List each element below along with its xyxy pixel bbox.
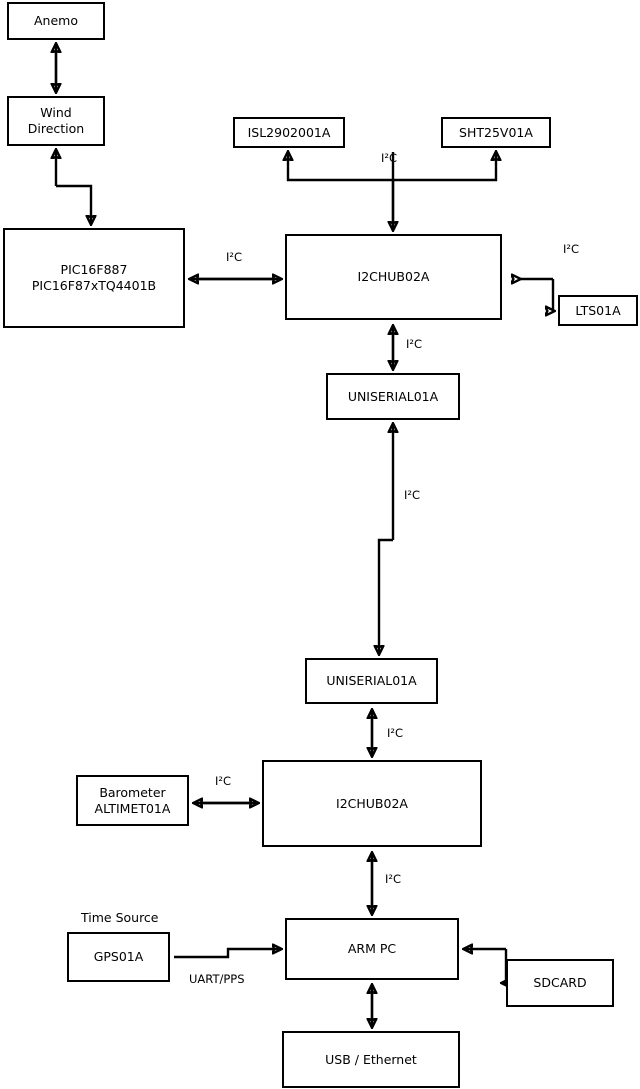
node-usb-ethernet[interactable]: USB / Ethernet <box>282 1031 460 1088</box>
node-i2chub02a-top[interactable]: I2CHUB02A <box>285 234 502 320</box>
node-sdcard[interactable]: SDCARD <box>506 959 614 1007</box>
node-label: LTS01A <box>575 302 621 318</box>
edge-label-i2c-isl-sht: I²C <box>381 151 398 165</box>
node-label: UNISERIAL01A <box>326 673 417 689</box>
node-barometer-altimet01a[interactable]: Barometer ALTIMET01A <box>76 775 189 826</box>
edge-label-i2c-pic-hub: I²C <box>226 250 243 264</box>
edge-label-i2c-hub-lts: I²C <box>563 242 580 256</box>
edge-label-i2c-barometer-hub: I²C <box>215 774 232 788</box>
wire-hub-lts <box>553 279 554 311</box>
wire-uniser-link-down <box>379 538 393 654</box>
edge-label-i2c-hub-armpc: I²C <box>385 872 402 886</box>
node-label: I2CHUB02A <box>336 795 408 811</box>
node-i2chub02a-bottom[interactable]: I2CHUB02A <box>262 760 482 847</box>
node-uniserial01a-upper[interactable]: UNISERIAL01A <box>326 373 460 420</box>
edge-label-i2c-uniserial-link: I²C <box>404 488 421 502</box>
node-lts01a[interactable]: LTS01A <box>558 295 638 326</box>
node-label: I2CHUB02A <box>357 269 430 285</box>
edge-label-uart-pps: UART/PPS <box>189 972 245 986</box>
node-label: Anemo <box>34 13 78 29</box>
edge-label-i2c-uniserial-hub: I²C <box>387 726 404 740</box>
node-anemo[interactable]: Anemo <box>7 2 105 40</box>
node-label: ARM PC <box>347 941 397 957</box>
edge-label-i2c-hub-uniserial: I²C <box>406 337 423 351</box>
wire-hub-isl <box>288 152 395 230</box>
node-label: USB / Ethernet <box>325 1051 417 1067</box>
node-label: SHT25V01A <box>459 124 533 140</box>
node-label: GPS01A <box>93 949 144 965</box>
wire-wind-pic <box>56 184 91 224</box>
node-wind-direction[interactable]: Wind Direction <box>7 96 105 146</box>
node-sht25v01a[interactable]: SHT25V01A <box>441 117 551 148</box>
node-gps01a[interactable]: GPS01A <box>67 932 170 982</box>
node-isl2902001a[interactable]: ISL2902001A <box>233 117 345 148</box>
wire-gps-armpc <box>174 949 281 959</box>
node-pic16f887[interactable]: PIC16F887 PIC16F87xTQ4401B <box>3 228 185 328</box>
node-label: ISL2902001A <box>247 124 331 140</box>
node-label: UNISERIAL01A <box>347 388 439 404</box>
node-label: Wind Direction <box>27 105 85 136</box>
label-time-source: Time Source <box>81 910 159 925</box>
node-label: SDCARD <box>533 975 587 991</box>
wire-hub-sht <box>393 152 496 182</box>
node-arm-pc[interactable]: ARM PC <box>285 918 459 980</box>
node-uniserial01a-lower[interactable]: UNISERIAL01A <box>305 658 438 704</box>
node-label: PIC16F887 PIC16F87xTQ4401B <box>31 262 157 293</box>
node-label: Barometer ALTIMET01A <box>94 784 171 816</box>
